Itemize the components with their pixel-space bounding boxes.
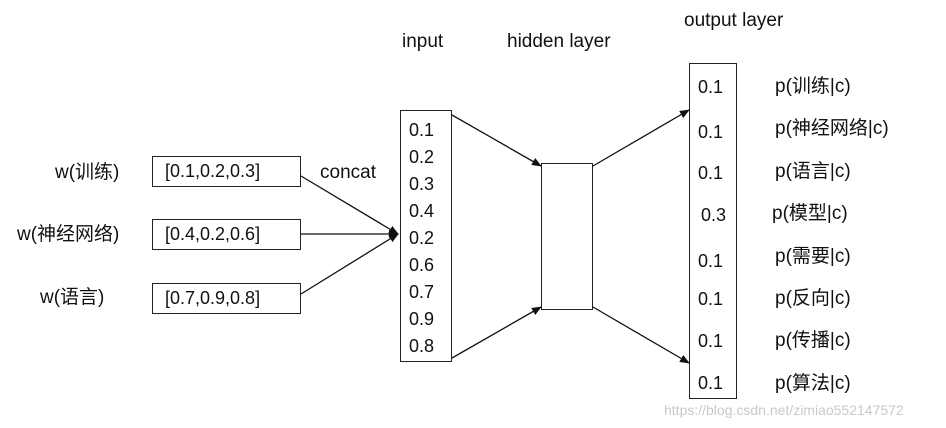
word-vector-1: [0.1,0.2,0.3] <box>165 161 261 181</box>
output-layer-box: 0.1 0.1 0.1 0.3 0.1 0.1 0.1 0.1 <box>689 63 737 399</box>
output-label: p(需要|c) <box>775 246 851 267</box>
output-label: p(模型|c) <box>772 203 848 224</box>
output-value: 0.1 <box>698 331 724 351</box>
input-value: 0.1 <box>409 120 435 140</box>
input-value: 0.2 <box>409 147 435 167</box>
arrow-hidden-to-output-bottom <box>592 306 690 364</box>
input-value: 0.3 <box>409 174 435 194</box>
output-value: 0.1 <box>698 122 724 142</box>
output-layer-header: output layer <box>684 10 784 31</box>
output-label: p(算法|c) <box>775 373 851 394</box>
word-vector-2: [0.4,0.2,0.6] <box>165 224 261 244</box>
output-label: p(传播|c) <box>775 330 851 351</box>
output-value: 0.1 <box>698 77 724 97</box>
input-value: 0.4 <box>409 201 435 221</box>
arrow-input-to-hidden-bottom <box>451 306 542 359</box>
input-value: 0.2 <box>409 228 435 248</box>
word-label-1: w(训练) <box>55 162 120 183</box>
word-vector-3: [0.7,0.9,0.8] <box>165 288 261 308</box>
word-vector-box-1: [0.1,0.2,0.3] <box>152 156 301 187</box>
input-value: 0.6 <box>409 255 435 275</box>
word-label-2: w(神经网络) <box>17 224 120 245</box>
output-label: p(训练|c) <box>775 76 851 97</box>
input-value: 0.8 <box>409 336 435 356</box>
output-label: p(神经网络|c) <box>775 118 889 139</box>
watermark: https://blog.csdn.net/zimiao552147572 <box>664 402 904 418</box>
output-value: 0.1 <box>698 251 724 271</box>
arrow-hidden-to-output-top <box>592 109 690 167</box>
arrow-word1-to-input <box>300 175 399 235</box>
output-value: 0.3 <box>701 205 727 225</box>
output-label: p(反向|c) <box>775 288 851 309</box>
output-value: 0.1 <box>698 163 724 183</box>
arrow-word3-to-input <box>300 233 399 295</box>
output-value: 0.1 <box>698 289 724 309</box>
hidden-layer-header: hidden layer <box>507 31 611 52</box>
output-label: p(语言|c) <box>775 161 851 182</box>
word-vector-box-3: [0.7,0.9,0.8] <box>152 283 301 314</box>
input-layer-box: 0.1 0.2 0.3 0.4 0.2 0.6 0.7 0.9 0.8 <box>400 110 452 362</box>
word-vector-box-2: [0.4,0.2,0.6] <box>152 219 301 250</box>
arrow-input-to-hidden-top <box>451 114 542 167</box>
word-label-3: w(语言) <box>40 287 105 308</box>
input-value: 0.9 <box>409 309 435 329</box>
output-value: 0.1 <box>698 373 724 393</box>
concat-label: concat <box>320 162 376 183</box>
input-layer-header: input <box>402 31 444 52</box>
input-value: 0.7 <box>409 282 435 302</box>
hidden-layer-box <box>541 163 593 310</box>
